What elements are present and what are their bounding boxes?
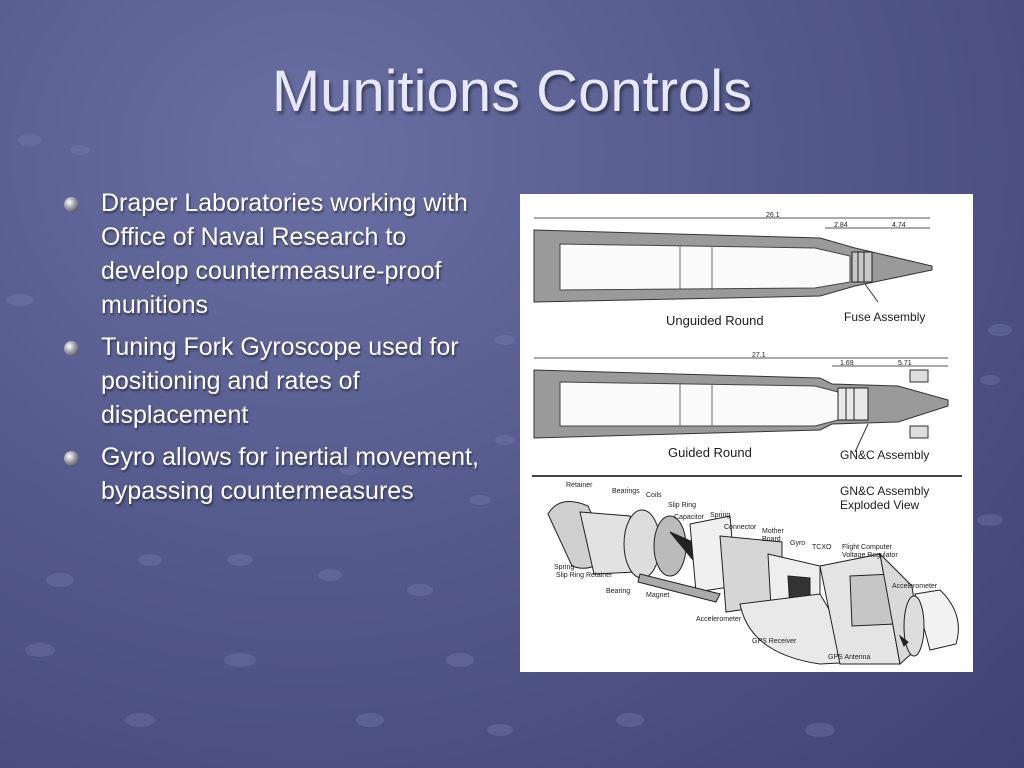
part-mother-board: Mother Board xyxy=(762,528,784,543)
part-accelerometer-bottom: Accelerometer xyxy=(696,616,742,623)
unguided-round-label: Unguided Round xyxy=(666,313,764,328)
gnc-assembly-label: GN&C Assembly xyxy=(840,448,930,462)
bullet-list: Draper Laboratories working with Office … xyxy=(62,186,482,516)
part-retainer: Retainer xyxy=(566,482,593,489)
guided-round-drawing xyxy=(533,357,949,453)
part-spring-left: Spring xyxy=(554,564,575,571)
fuse-assembly-label: Fuse Assembly xyxy=(844,310,926,324)
dim-unguided-b: 4.74 xyxy=(892,222,906,229)
part-gyro: Gyro xyxy=(790,540,806,547)
bullet-item: Gyro allows for inertial movement, bypas… xyxy=(62,440,482,508)
bullet-item: Tuning Fork Gyroscope used for positioni… xyxy=(62,330,482,432)
dim-guided-total: 27.1 xyxy=(752,352,766,359)
part-coils: Coils xyxy=(646,492,662,499)
slide-title: Munitions Controls xyxy=(271,59,753,124)
bullet-text: Draper Laboratories working with Office … xyxy=(101,189,468,319)
bullet-text: Tuning Fork Gyroscope used for positioni… xyxy=(101,333,459,429)
bullet-item: Draper Laboratories working with Office … xyxy=(62,186,482,322)
exploded-view-drawing xyxy=(547,501,959,665)
dim-unguided-a: 2.84 xyxy=(834,222,848,229)
exploded-title-line1: GN&C Assembly xyxy=(840,484,930,498)
sphere-bullet-icon xyxy=(64,451,79,466)
part-gps-antenna: GPS Antenna xyxy=(828,654,871,661)
dim-guided-b: 5.71 xyxy=(898,360,912,367)
exploded-title-line2: Exploded View xyxy=(840,498,920,512)
sphere-bullet-icon xyxy=(64,197,79,212)
part-slip-ring-retainer: Slip Ring Retainer xyxy=(556,572,613,579)
part-bearing: Bearing xyxy=(606,588,631,595)
munitions-diagram: 26.1 2.84 4.74 Unguided Round Fuse Assem… xyxy=(520,194,973,672)
part-capacitor: Capacitor xyxy=(674,514,704,521)
part-spring-top: Spring xyxy=(710,512,731,519)
unguided-round-drawing xyxy=(533,217,933,303)
part-gps-receiver: GPS Receiver xyxy=(752,638,797,645)
part-flight-computer: Flight Computer Voltage Regulator xyxy=(842,544,898,559)
part-slip-ring: Slip Ring xyxy=(668,502,697,509)
part-connector: Connector xyxy=(724,524,757,531)
part-tcxo: TCXO xyxy=(812,544,832,551)
guided-round-label: Guided Round xyxy=(668,445,752,460)
part-magnet: Magnet xyxy=(646,592,670,599)
part-bearings: Bearings xyxy=(612,488,640,495)
sphere-bullet-icon xyxy=(64,341,79,356)
bullet-text: Gyro allows for inertial movement, bypas… xyxy=(101,443,479,505)
munitions-drawing xyxy=(532,217,962,665)
part-accelerometer-right: Accelerometer xyxy=(892,583,938,590)
dim-unguided-total: 26.1 xyxy=(766,212,780,219)
dim-guided-a: 1.69 xyxy=(840,360,854,367)
